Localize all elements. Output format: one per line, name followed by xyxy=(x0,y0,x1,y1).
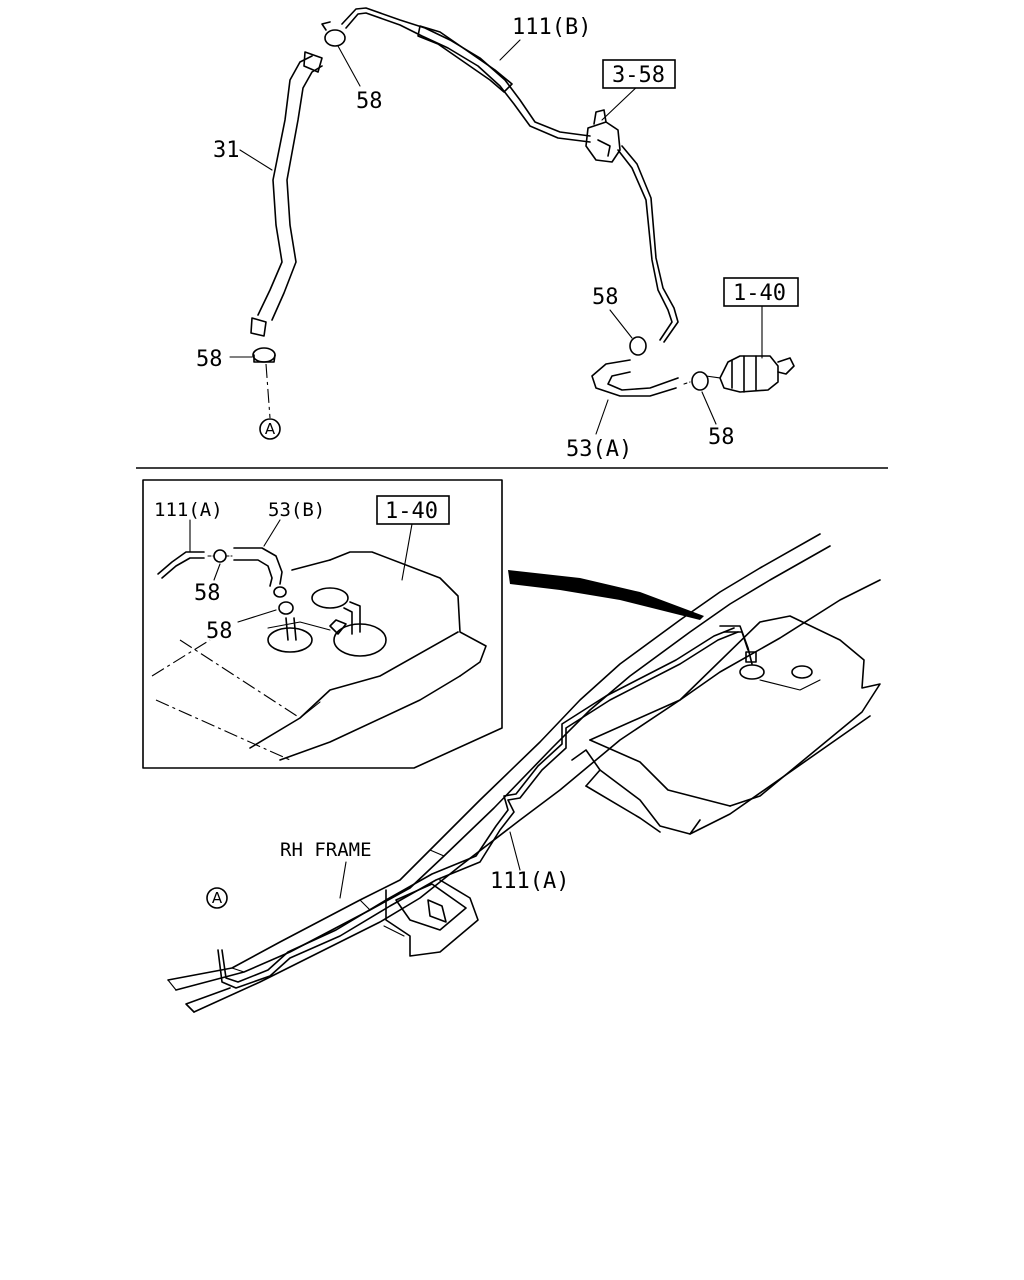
label-58-right: 58 xyxy=(708,425,735,450)
leader-rh-frame xyxy=(339,861,347,899)
inset-hose-end xyxy=(273,586,287,598)
inset-label-111a: 111(A) xyxy=(154,499,223,521)
clip-58-top xyxy=(321,21,346,47)
centerline-a-top xyxy=(265,363,271,419)
box-3-58 xyxy=(602,59,676,89)
upper-exploded-view: 111(B) 3-58 58 31 58 A 58 1-40 58 53(A) xyxy=(196,7,799,462)
leader-58-top xyxy=(337,45,361,87)
inset-pipe-111a xyxy=(157,551,205,575)
inset-label-58-a: 58 xyxy=(194,581,221,606)
leader-3-58 xyxy=(601,83,641,121)
fuel-tank xyxy=(589,615,881,807)
label-58-mid: 58 xyxy=(592,285,619,310)
valve-3-58 xyxy=(585,109,621,163)
clip-58-right xyxy=(683,371,709,391)
inset-leader-1-40 xyxy=(401,523,413,581)
label-1-40-top: 1-40 xyxy=(733,281,786,306)
leader-111a-lower xyxy=(509,831,521,871)
hose-31-top-end xyxy=(303,51,323,73)
circle-a-top xyxy=(259,418,281,440)
inset-tank-outline xyxy=(329,551,487,677)
inset-label-53b: 53(B) xyxy=(268,499,325,521)
leader-31 xyxy=(239,149,273,171)
inset-pointer xyxy=(508,570,704,620)
hose-53a-inner xyxy=(607,371,679,391)
label-58-top: 58 xyxy=(356,89,383,114)
hose-31-inner xyxy=(271,65,323,321)
circle-a-lower xyxy=(206,887,228,909)
leader-58-right xyxy=(701,391,717,425)
label-111b: 111(B) xyxy=(512,15,591,40)
clip-58-mid xyxy=(629,336,647,356)
lower-frame-view: RH FRAME 111(A) A xyxy=(167,533,881,1013)
leader-53a xyxy=(595,399,609,435)
pipe-to-53a xyxy=(617,149,673,341)
label-rh-frame: RH FRAME xyxy=(280,839,372,861)
label-58-left: 58 xyxy=(196,347,223,372)
inset-hose-53b xyxy=(233,547,283,585)
box-1-40-top xyxy=(723,277,799,307)
pipe-to-53a-inner xyxy=(621,145,679,343)
rh-frame-upper xyxy=(167,533,821,981)
label-31: 31 xyxy=(213,138,240,163)
inset-clip-58-b xyxy=(278,601,294,615)
leader-111b xyxy=(499,39,521,61)
inset-border xyxy=(142,479,503,769)
label-111a-lower: 111(A) xyxy=(490,869,569,894)
inset-box-1-40 xyxy=(376,495,450,525)
pipe-111a-lower xyxy=(217,631,739,989)
inset-label-58-b: 58 xyxy=(206,619,233,644)
inset-clip-58-a xyxy=(207,549,233,563)
label-a-top: A xyxy=(265,420,276,438)
label-3-58: 3-58 xyxy=(612,63,665,88)
inset-label-1-40: 1-40 xyxy=(385,499,438,524)
crossmember xyxy=(385,879,479,957)
fuel-filter-1-40 xyxy=(705,355,795,393)
pipe-111b-inner xyxy=(345,12,591,143)
pipe-111b-sleeve xyxy=(417,25,513,93)
inset-filler-cap xyxy=(311,587,349,609)
hose-31 xyxy=(257,55,313,316)
hose-53a xyxy=(591,359,677,397)
rh-frame-lower xyxy=(193,579,881,1013)
label-a-lower: A xyxy=(212,889,223,907)
leader-58-mid xyxy=(609,309,633,339)
hose-31-end xyxy=(250,317,267,337)
inset-detail: 111(A) 53(B) 1-40 58 58 xyxy=(142,479,503,769)
inset-opening-left xyxy=(267,627,313,653)
tank-sender-opening xyxy=(739,664,765,680)
label-53a: 53(A) xyxy=(566,437,632,462)
clip-58-left xyxy=(252,347,276,363)
